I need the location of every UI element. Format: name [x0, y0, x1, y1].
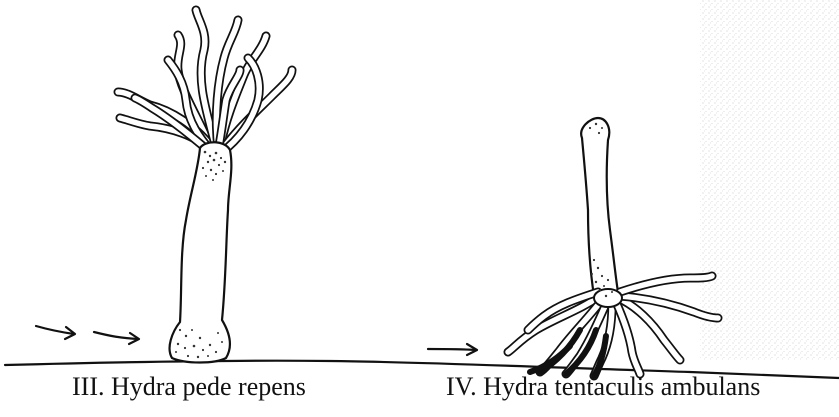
hydra-4-body: [581, 118, 618, 296]
figure-3-caption: III. Hydra pede repens: [72, 372, 306, 402]
arrow-icon: [428, 349, 476, 350]
hydra-figure-3: [118, 10, 292, 363]
hydra-3-body: [170, 142, 232, 362]
direction-arrow-right: [428, 344, 477, 355]
direction-arrows-left: [36, 326, 139, 344]
hydra-4-hypostome: [594, 289, 622, 307]
background-texture: [700, 0, 839, 360]
hydra-figure-4: [508, 118, 718, 376]
hydra-3-tentacles: [118, 10, 292, 152]
figure-4-caption: IV. Hydra tentaculis ambulans: [446, 372, 760, 402]
